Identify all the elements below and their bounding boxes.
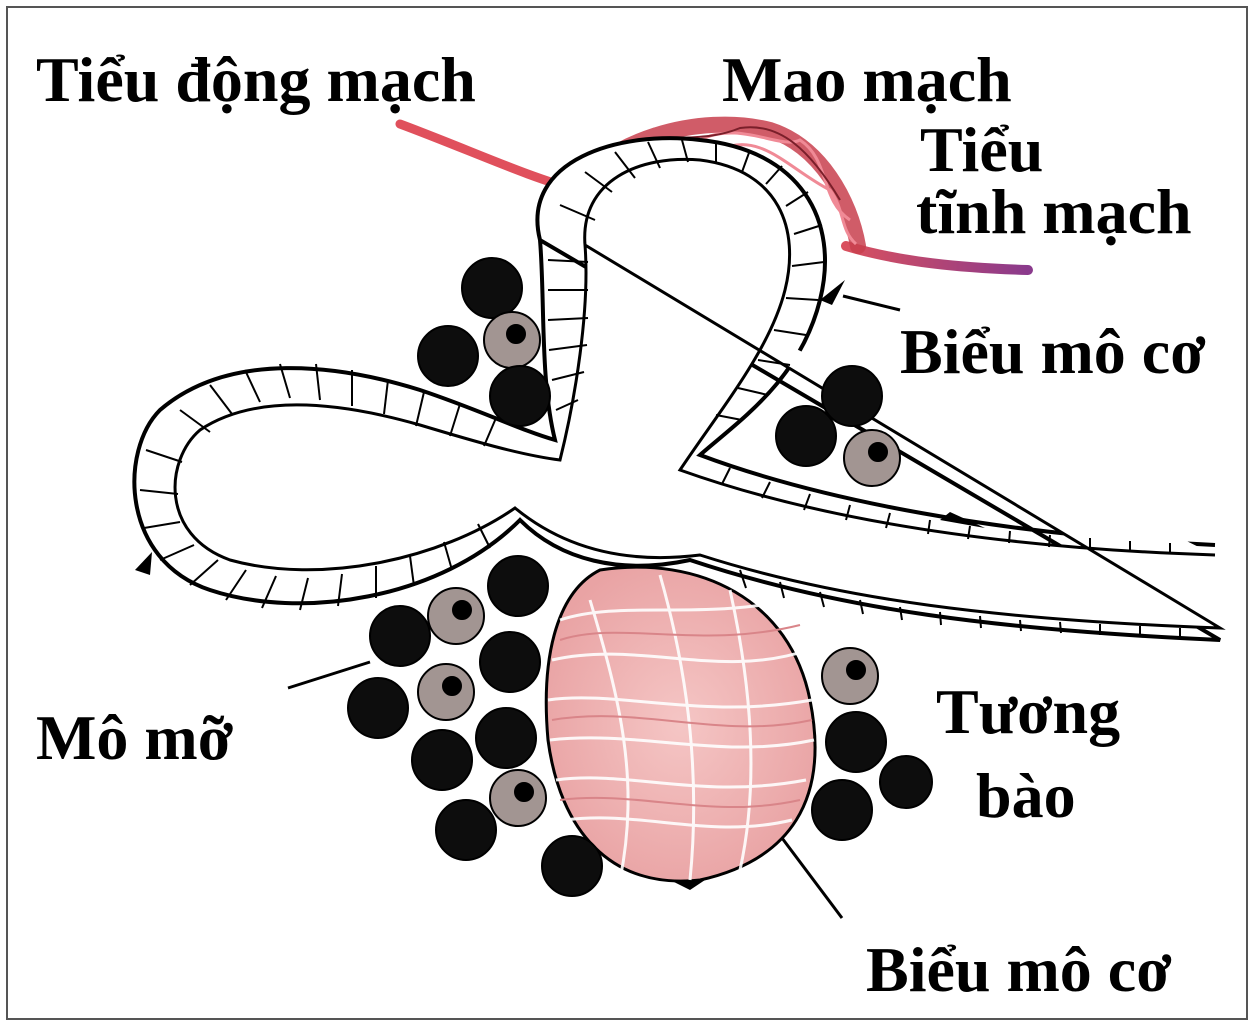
venule-vessel	[846, 246, 1028, 270]
label-arteriole: Tiểu động mạch	[36, 48, 476, 112]
collagen-bundle	[546, 567, 815, 881]
label-plasma-line2: bào	[976, 764, 1076, 828]
label-venule-line1: Tiểu	[920, 118, 1043, 182]
label-myoepithelium-bottom: Biểu mô cơ	[866, 938, 1172, 1002]
label-venule-line2: tĩnh mạch	[916, 180, 1192, 244]
label-myoepithelium-top: Biểu mô cơ	[900, 320, 1206, 384]
label-adipose: Mô mỡ	[36, 706, 233, 770]
label-plasma-line1: Tương	[936, 680, 1120, 744]
label-capillary: Mao mạch	[722, 48, 1012, 112]
